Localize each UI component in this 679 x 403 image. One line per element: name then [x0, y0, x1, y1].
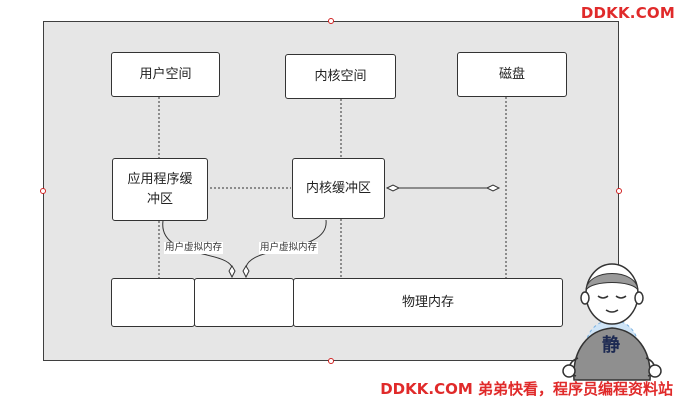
memory-segment-1[interactable]	[111, 278, 195, 327]
disk-label: 磁盘	[498, 66, 525, 82]
diamond-end-mid-left	[228, 265, 236, 279]
diamond-end-right	[485, 184, 501, 192]
physical-memory-label: 物理内存	[401, 294, 454, 310]
memory-segment-2[interactable]	[194, 278, 294, 327]
diamond-end-left	[385, 184, 401, 192]
physical-memory-node[interactable]: 物理内存	[293, 278, 563, 327]
resize-handle-right[interactable]	[616, 188, 622, 194]
meditating-monk-icon	[562, 263, 662, 381]
resize-handle-top[interactable]	[328, 18, 334, 24]
resize-handle-bottom[interactable]	[328, 358, 334, 364]
mascot-calm-label: 静	[602, 335, 620, 356]
app-buffer-label-line2: 冲区	[146, 191, 173, 207]
kernel-space-node[interactable]: 内核空间	[285, 54, 396, 99]
user-space-node[interactable]: 用户空间	[111, 52, 220, 97]
disk-node[interactable]: 磁盘	[457, 52, 567, 97]
app-buffer-node[interactable]: 应用程序缓 冲区	[112, 158, 208, 221]
user-space-label: 用户空间	[139, 66, 192, 82]
edge-label-virtual-memory-left: 用户虚拟内存	[164, 242, 224, 254]
watermark-top: DDKK.COM	[580, 4, 675, 22]
app-buffer-label-line1: 应用程序缓	[127, 171, 193, 187]
kernel-buffer-node[interactable]: 内核缓冲区	[292, 158, 385, 219]
watermark-bottom: DDKK.COM 弟弟快看，程序员编程资料站	[380, 380, 673, 398]
resize-handle-left[interactable]	[40, 188, 46, 194]
kernel-space-label: 内核空间	[314, 68, 367, 84]
diamond-end-mid-right	[242, 265, 250, 279]
kernel-buffer-label: 内核缓冲区	[305, 180, 371, 196]
edge-label-virtual-memory-right: 用户虚拟内存	[259, 242, 319, 254]
